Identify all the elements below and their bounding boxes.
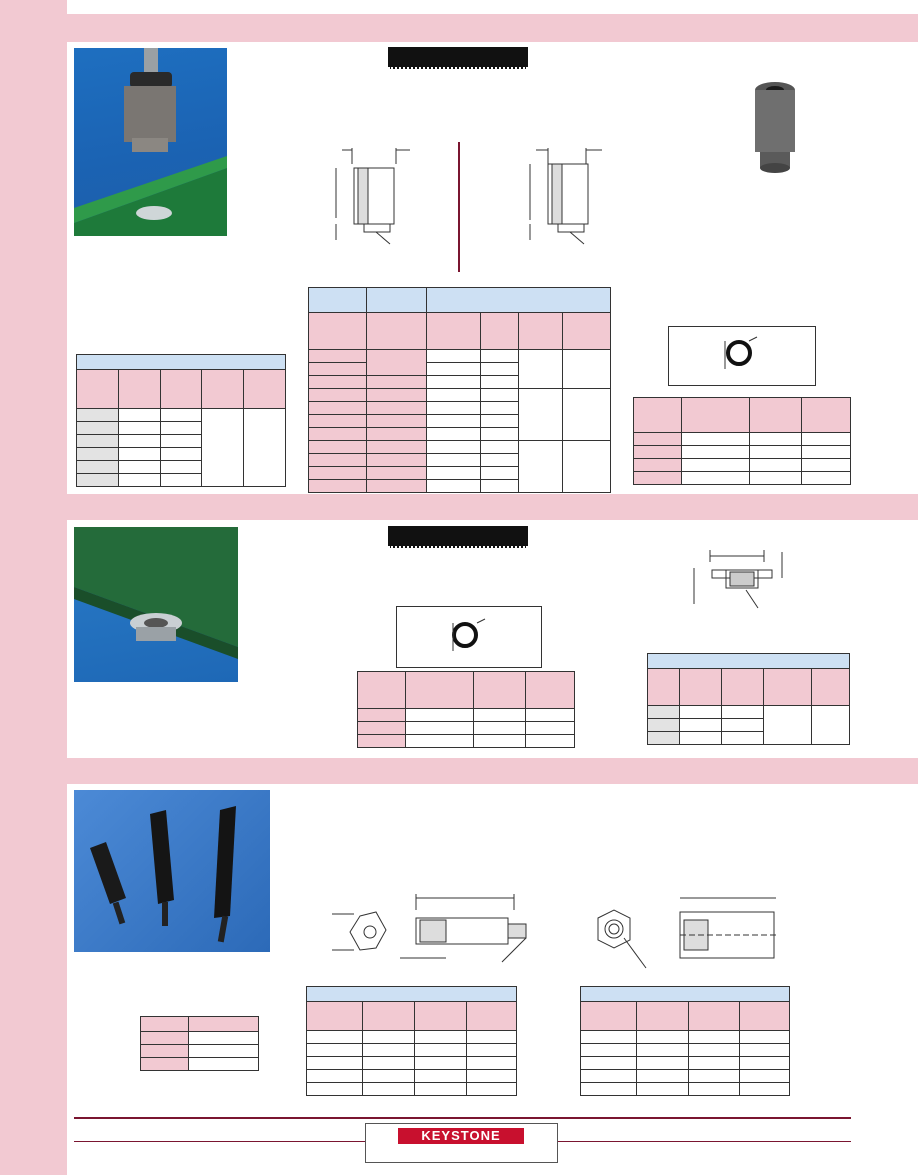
spec-table-h xyxy=(580,986,790,1096)
spec-table-d xyxy=(357,671,575,748)
footer-rule-top xyxy=(74,1117,851,1119)
spec-table-f xyxy=(140,1016,259,1071)
keystone-logo-box: KEYSTONE xyxy=(365,1123,558,1163)
mounting-hole-drawing-2 xyxy=(396,606,542,668)
flange-insert-photo-art xyxy=(74,527,238,659)
spec-table-e xyxy=(646,653,851,745)
hex-standoff-drawing xyxy=(332,894,527,963)
flange-insert-photo xyxy=(74,527,238,682)
left-margin-bar xyxy=(0,0,67,1175)
flange-insert-drawing xyxy=(693,550,783,609)
hex-female-drawing xyxy=(597,897,776,969)
spec-table-b xyxy=(308,287,611,493)
spec-table-a xyxy=(76,354,286,487)
series-title-bar-2 xyxy=(388,526,528,548)
keystone-logo: KEYSTONE xyxy=(398,1128,524,1144)
series-title-bar xyxy=(388,47,528,69)
section-divider-band-1 xyxy=(67,494,918,520)
threaded-insert-render xyxy=(755,82,795,173)
hex-standoffs-photo-art xyxy=(90,806,236,943)
spec-table-c xyxy=(633,397,851,485)
drawing-divider xyxy=(458,142,460,272)
insert-drawing-left xyxy=(335,148,410,245)
hex-standoffs-photo xyxy=(74,790,270,952)
header-band xyxy=(67,14,918,42)
section-divider-band-2 xyxy=(67,758,918,784)
standoff-photo xyxy=(74,48,227,236)
insert-drawing-right xyxy=(529,148,602,245)
spec-table-g xyxy=(306,986,517,1096)
standoff-photo-art xyxy=(74,48,227,236)
mounting-hole-drawing xyxy=(668,326,816,386)
